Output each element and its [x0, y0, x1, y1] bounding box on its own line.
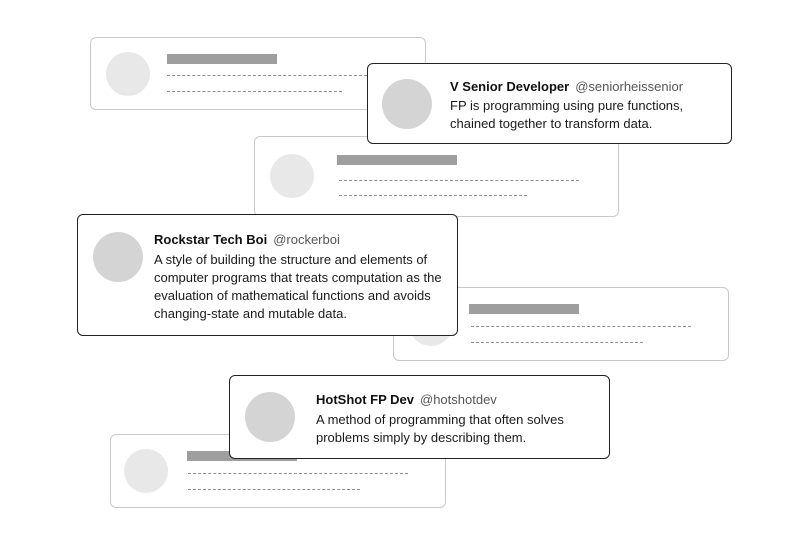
placeholder-text-line [188, 489, 360, 490]
tweet-header: HotShot FP Dev @hotshotdev [316, 392, 497, 408]
author-handle: @hotshotdev [420, 392, 497, 407]
avatar [382, 79, 432, 129]
tweet-card-hotshot-fp-dev: HotShot FP Dev @hotshotdev A method of pr… [229, 375, 610, 459]
author-name: V Senior Developer [450, 79, 570, 94]
placeholder-name-bar [469, 304, 579, 314]
placeholder-text-line [471, 326, 691, 327]
author-name: HotShot FP Dev [316, 392, 414, 407]
placeholder-text-line [339, 180, 579, 181]
avatar-placeholder [106, 52, 150, 96]
author-name: Rockstar Tech Boi [154, 232, 268, 247]
avatar-placeholder [124, 449, 168, 493]
tweet-text: FP is programming using pure functions, … [450, 98, 684, 131]
placeholder-text-line [188, 473, 408, 474]
tweet-header: V Senior Developer @seniorheissenior [450, 79, 683, 95]
tweet-text: A method of programming that often solve… [316, 412, 564, 445]
placeholder-name-bar [167, 54, 277, 64]
tweet-header: Rockstar Tech Boi @rockerboi [154, 232, 340, 248]
placeholder-text-line [167, 91, 342, 92]
placeholder-tweet-card [254, 136, 619, 217]
avatar [93, 232, 143, 282]
tweet-card-senior-developer: V Senior Developer @seniorheissenior FP i… [367, 63, 732, 144]
placeholder-text-line [167, 75, 367, 76]
placeholder-text-line [471, 342, 643, 343]
author-handle: @rockerboi [273, 232, 340, 247]
tweet-card-rockstar-tech-boi: Rockstar Tech Boi @rockerboi A style of b… [77, 214, 458, 336]
placeholder-text-line [339, 195, 527, 196]
tweet-text: A style of building the structure and el… [154, 252, 442, 321]
avatar [245, 392, 295, 442]
placeholder-name-bar [337, 155, 457, 165]
avatar-placeholder [270, 154, 314, 198]
author-handle: @seniorheissenior [575, 79, 684, 94]
